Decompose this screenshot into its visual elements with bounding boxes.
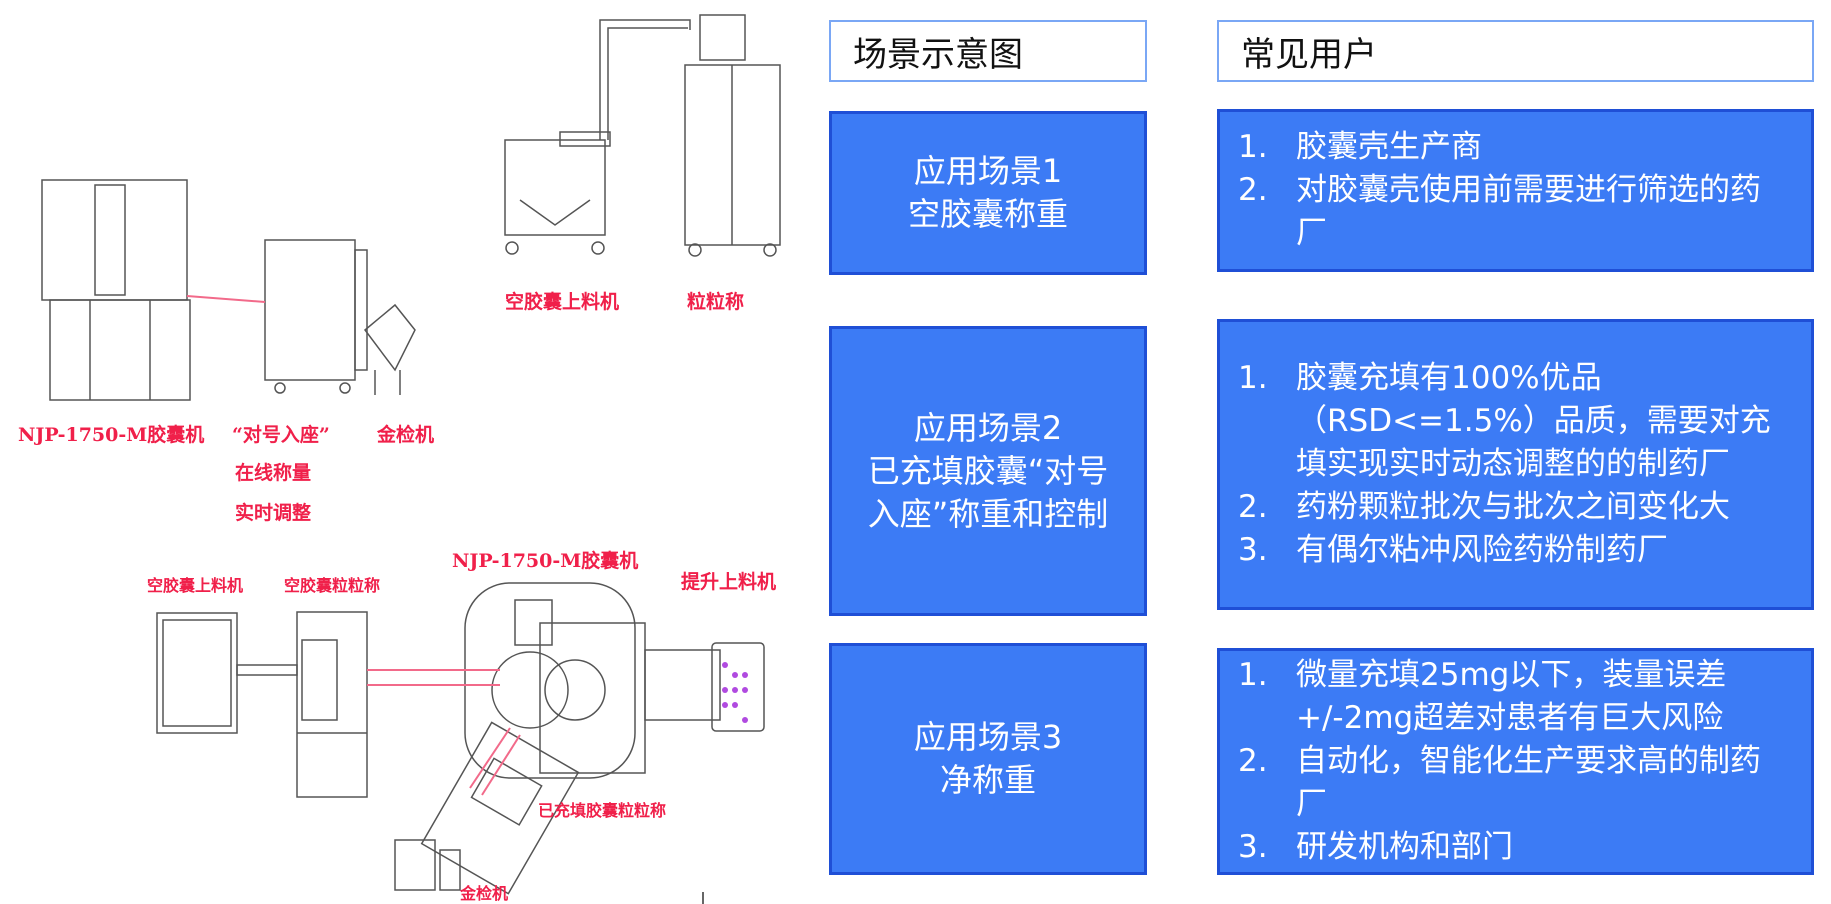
users-1: 1. 胶囊壳生产商 2. 对胶囊壳使用前需要进行筛选的药厂	[1217, 109, 1814, 272]
item-number: 2.	[1238, 172, 1268, 208]
item-number: 3.	[1238, 532, 1268, 568]
lower-feeder-drawing	[156, 612, 298, 734]
list-item: 2. 药粉颗粒批次与批次之间变化大	[1238, 486, 1791, 529]
lower-capsule-machine-drawing	[464, 582, 765, 779]
label-top-scale: 粒粒称	[687, 291, 745, 313]
scenario-title: 应用场景1	[913, 152, 1063, 190]
metal-detector-drawing	[363, 303, 416, 395]
label-filled-scale: 已充填胶囊粒粒称	[538, 801, 667, 820]
item-text: 有偶尔粘冲风险药粉制药厂	[1296, 532, 1668, 568]
label-top-feeder: 空胶囊上料机	[505, 291, 620, 313]
label-low-metal: 金检机	[460, 884, 509, 903]
lower-empty-scale-drawing	[296, 611, 368, 798]
capsule-machine-drawing	[41, 179, 191, 401]
item-number: 2.	[1238, 743, 1268, 779]
list-item: 3. 研发机构和部门	[1238, 826, 1791, 869]
filled-scale-drawing	[420, 721, 580, 895]
equipment-drawings	[41, 14, 781, 904]
scenario-2: 应用场景2 已充填胶囊“对号 入座”称重和控制	[829, 326, 1147, 616]
scenario-3: 应用场景3 净称重	[829, 643, 1147, 875]
label-low-empty-scale: 空胶囊粒粒称	[284, 576, 381, 595]
label-low-feeder: 空胶囊上料机	[147, 576, 244, 595]
item-text: 研发机构和部门	[1296, 829, 1513, 865]
label-online: 在线称量	[235, 462, 312, 484]
item-number: 1.	[1238, 657, 1268, 693]
lower-metal-detector-drawing	[394, 839, 461, 891]
item-text: 对胶囊壳使用前需要进行筛选的药厂	[1296, 172, 1761, 251]
item-number: 2.	[1238, 489, 1268, 525]
item-text: 微量充填25mg以下，装量误差+/-2mg超差对患者有巨大风险	[1296, 657, 1727, 736]
scenario-title: 应用场景3	[913, 718, 1063, 756]
scenario-title: 应用场景2	[913, 408, 1063, 447]
list-item: 1. 胶囊充填有100%优品（RSD<=1.5%）品质，需要对充填实现实时动态调整…	[1238, 357, 1791, 486]
label-low-machine: NJP-1750-M胶囊机	[452, 550, 639, 572]
item-text: 自动化，智能化生产要求高的制药厂	[1296, 743, 1761, 822]
list-item: 2. 自动化，智能化生产要求高的制药厂	[1238, 740, 1791, 826]
label-metal-detector: 金检机	[377, 424, 435, 446]
item-number: 1.	[1238, 360, 1268, 396]
label-realtime: 实时调整	[235, 502, 312, 524]
users-2: 1. 胶囊充填有100%优品（RSD<=1.5%）品质，需要对充填实现实时动态调整…	[1217, 319, 1814, 610]
label-lift-feeder: 提升上料机	[681, 571, 777, 593]
scenario-desc: 入座”称重和控制	[867, 494, 1109, 533]
list-item: 3. 有偶尔粘冲风险药粉制药厂	[1238, 529, 1791, 572]
empty-capsule-feeder-drawing	[504, 19, 691, 255]
item-text: 胶囊壳生产商	[1296, 129, 1482, 165]
header-users-text: 常见用户	[1241, 34, 1377, 75]
online-checkweigher-drawing	[264, 239, 368, 394]
scenario-desc: 净称重	[939, 761, 1036, 799]
pellet-scale-drawing	[684, 14, 781, 257]
list-item: 1. 微量充填25mg以下，装量误差+/-2mg超差对患者有巨大风险	[1238, 654, 1791, 740]
label-machine: NJP-1750-M胶囊机	[18, 424, 205, 446]
scenario-desc: 已充填胶囊“对号	[867, 451, 1109, 490]
header-scene-text: 场景示意图	[853, 34, 1023, 75]
item-number: 1.	[1238, 129, 1268, 165]
item-text: 药粉颗粒批次与批次之间变化大	[1296, 489, 1730, 525]
header-scene: 场景示意图	[829, 20, 1147, 82]
list-item: 1. 胶囊壳生产商	[1238, 126, 1791, 169]
item-text: 胶囊充填有100%优品（RSD<=1.5%）品质，需要对充填实现实时动态调整的的…	[1296, 360, 1771, 482]
header-users: 常见用户	[1217, 20, 1814, 82]
list-item: 2. 对胶囊壳使用前需要进行筛选的药厂	[1238, 169, 1791, 255]
item-number: 3.	[1238, 829, 1268, 865]
scenario-1: 应用场景1 空胶囊称重	[829, 111, 1147, 275]
scenario-desc: 空胶囊称重	[907, 195, 1068, 233]
users-3: 1. 微量充填25mg以下，装量误差+/-2mg超差对患者有巨大风险 2. 自动化，…	[1217, 648, 1814, 875]
label-match: “对号入座”	[232, 424, 330, 446]
